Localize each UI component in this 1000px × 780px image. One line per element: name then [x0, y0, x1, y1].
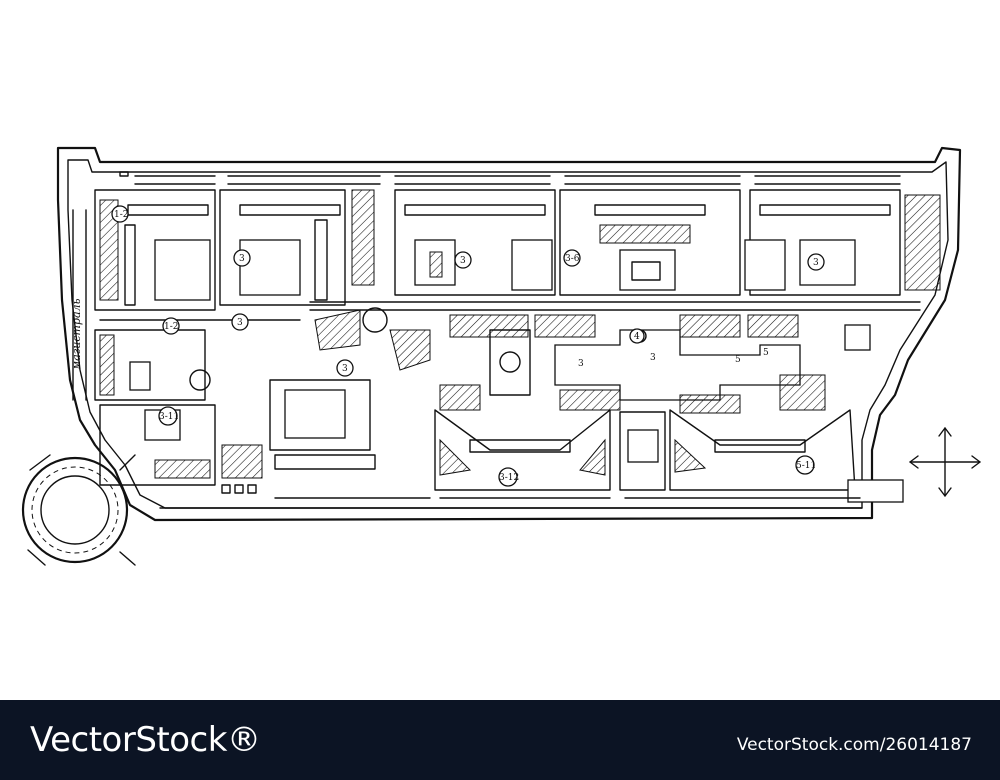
svg-text:3: 3: [239, 254, 245, 264]
block-2: [219, 189, 375, 306]
image-credit: VectorStock.com/26014187: [736, 735, 972, 755]
block-9: [434, 409, 611, 491]
svg-text:3-6: 3-6: [565, 254, 580, 264]
masterplan-drawing: магистраль: [21, 146, 981, 566]
street-label: магистраль: [70, 298, 83, 370]
svg-text:3: 3: [342, 364, 348, 374]
compass-arrows-icon: [909, 427, 981, 497]
block-label: 3: [578, 359, 584, 369]
block-label: 3: [336, 359, 354, 377]
block-6: [94, 329, 211, 401]
block-7: [269, 379, 376, 470]
block-label: 3-11: [158, 406, 179, 426]
checkmark-icon: ®: [226, 720, 261, 760]
block-labels: 1-2 3 3 3 3 3 4 3 3 5 5 3-12 3-11 5-11 1…: [111, 205, 825, 487]
brand-name: VectorStock: [30, 720, 227, 760]
block-label: 3: [454, 251, 472, 269]
vectorstock-logo: VectorStock®: [30, 718, 261, 762]
svg-text:3-11: 3-11: [159, 412, 179, 422]
block-label: 1-2: [162, 317, 180, 335]
block-label: 3-12: [498, 467, 519, 487]
svg-text:3-12: 3-12: [499, 473, 519, 483]
block-4: [559, 189, 741, 296]
svg-text:4: 4: [634, 332, 640, 342]
block-label: 5-11: [795, 455, 816, 475]
block-label: 5: [763, 348, 769, 358]
block-label: 5: [735, 355, 741, 365]
block-label: 4: [629, 328, 645, 344]
block-label: 1-2: [111, 205, 129, 223]
watermark-bar: VectorStock® VectorStock.com/26014187: [0, 700, 1000, 780]
block-label: 3: [231, 313, 249, 331]
block-label: 3: [233, 249, 251, 267]
central-park: [314, 307, 826, 414]
block-5: [744, 189, 941, 296]
svg-text:3: 3: [460, 256, 466, 266]
site-boundary: [56, 146, 962, 522]
svg-text:3: 3: [813, 258, 819, 268]
roundabout: [21, 454, 136, 566]
block-8: [99, 404, 263, 494]
svg-text:1-2: 1-2: [164, 322, 179, 332]
svg-text:5-11: 5-11: [796, 461, 816, 471]
block-3: [394, 189, 556, 296]
block-label: 3-6: [563, 249, 581, 267]
svg-text:1-2: 1-2: [114, 210, 129, 220]
block-label: 3: [807, 253, 825, 271]
block-10: [619, 411, 666, 491]
block-label: 3: [650, 353, 656, 363]
block-1: [94, 189, 216, 311]
block-11: [669, 409, 856, 491]
svg-text:3: 3: [237, 318, 243, 328]
